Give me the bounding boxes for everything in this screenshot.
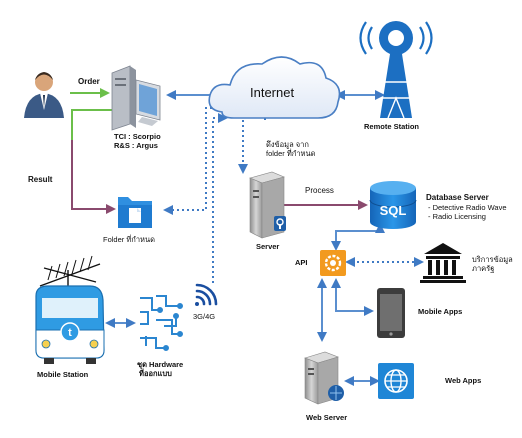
svg-text:SQL: SQL — [380, 203, 407, 218]
cloud-icon — [208, 56, 341, 119]
fetch-label-line2: folder ที่กำหนด — [266, 149, 316, 158]
tci-label-line1: TCI : Scorpio — [114, 132, 161, 141]
database-item-2: - Radio Licensing — [428, 212, 486, 221]
sql-database-icon: SQL — [369, 181, 417, 229]
globe-icon — [378, 363, 414, 399]
hardware-label-line1: ชุด Hardware — [137, 360, 184, 369]
database-item-1: - Detective Radio Wave — [428, 203, 507, 212]
workstation-icon — [111, 65, 161, 131]
hardware-label-line2: ที่ออกแบบ — [139, 369, 172, 378]
link-result-folder — [71, 140, 116, 214]
svg-text:t: t — [68, 327, 72, 339]
gov-service-line2: ภาครัฐ — [472, 264, 495, 273]
user-icon — [24, 72, 64, 118]
gov-service-line1: บริการข้อมูล — [472, 255, 513, 264]
api-label: API — [295, 258, 308, 267]
order-label: Order — [78, 77, 100, 86]
remote-station-label: Remote Station — [364, 122, 420, 131]
mobile-apps-label: Mobile Apps — [418, 307, 463, 316]
circuit-board-icon — [140, 295, 183, 351]
folder-label: Folder ที่กำหนด — [103, 235, 155, 244]
web-apps-label: Web Apps — [445, 376, 482, 385]
server-label: Server — [256, 242, 280, 251]
result-label: Result — [28, 175, 53, 184]
link-db-api — [331, 223, 385, 251]
server-icon — [249, 171, 286, 239]
web-server-label: Web Server — [306, 413, 348, 422]
api-gear-icon — [320, 250, 346, 276]
folder-icon — [118, 197, 152, 228]
wireless-signal-icon — [195, 283, 218, 306]
radio-tower-icon — [359, 21, 433, 119]
smartphone-icon — [377, 288, 405, 338]
connector-lines — [70, 88, 424, 386]
mobile-station-label: Mobile Station — [37, 370, 89, 379]
tci-label-line2: R&S : Argus — [114, 141, 158, 150]
link-api-mobile — [331, 278, 374, 316]
link-cloud-folder-dotted — [163, 107, 266, 215]
process-label: Process — [305, 186, 334, 195]
database-title: Database Server — [426, 193, 489, 202]
network-label: 3G/4G — [193, 312, 216, 321]
van-antenna-icon: t — [35, 255, 105, 364]
web-server-icon — [304, 351, 344, 405]
internet-label: Internet — [250, 85, 295, 100]
link-tci-result-green — [71, 109, 116, 205]
government-building-icon — [420, 243, 466, 283]
fetch-label-line1: ดึงข้อมูล จาก — [266, 140, 309, 149]
link-network-cloud-dotted — [212, 113, 228, 283]
